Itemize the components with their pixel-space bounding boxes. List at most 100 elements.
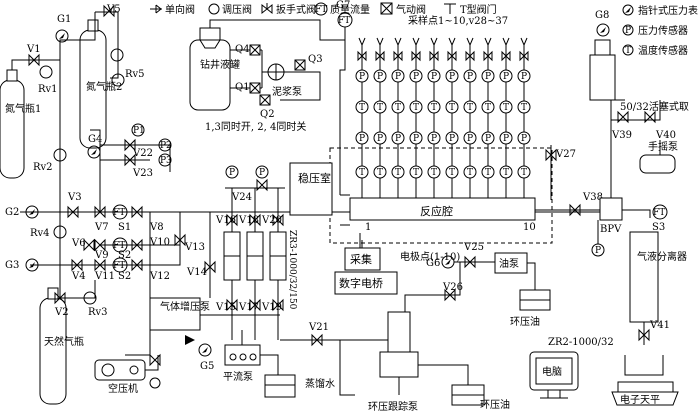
- valve-v40: [644, 110, 656, 124]
- separator: [629, 231, 659, 323]
- valve-v22: [124, 138, 136, 152]
- piston-pressure-2: [255, 165, 269, 179]
- sampling-valve[interactable]: [357, 50, 367, 62]
- gauge-g8-label: G8: [595, 10, 609, 21]
- sampling-valve[interactable]: [447, 50, 457, 62]
- gauge-g2-label: G2: [5, 207, 19, 218]
- piston-sampler-label: 50/32活塞式取: [620, 100, 689, 113]
- sampling-temp-t: T: [449, 168, 455, 178]
- valve-v24[interactable]: [256, 178, 268, 192]
- valve-v8: [131, 205, 143, 219]
- constant-pump-label: 平流泵: [223, 370, 253, 383]
- sampling-temp-sensor: [481, 100, 495, 114]
- piston-valve-top[interactable]: [226, 213, 238, 227]
- flow-s2: [112, 257, 128, 273]
- piston-sampler: [589, 54, 616, 101]
- flow-s2-ft: FT: [113, 261, 125, 271]
- legend-regulating-valve: 调压阀: [222, 3, 252, 16]
- hand-valve-icon: [261, 3, 273, 15]
- sampling-temp-sensor: [463, 165, 477, 179]
- pressure-p1: [131, 123, 145, 137]
- sampling-pressure-sensor: [427, 69, 441, 83]
- regulator-rv2-label: Rv2: [33, 162, 53, 173]
- pneumatic-valve-icon: [380, 2, 393, 15]
- compressor-valve: [149, 353, 161, 367]
- sampling-temp-sensor: [355, 100, 369, 114]
- sampling-temp-t: T: [521, 103, 527, 113]
- valve-v14: [204, 260, 216, 274]
- gauge-g1: [55, 29, 69, 43]
- valve-v4-label: V4: [71, 271, 86, 282]
- sampling-pressure-p: P: [503, 134, 509, 144]
- piston-valve-top[interactable]: [272, 213, 284, 227]
- p-symbol: P: [625, 26, 631, 36]
- t-symbol: T: [625, 46, 631, 56]
- electrode-last: 10: [523, 222, 536, 233]
- sampling-pressure-p: P: [449, 134, 455, 144]
- legend: 单向阀 调压阀 扳手式阀 FT 质量流量 气动阀 T型阀门 指针式压力表 P 压…: [150, 2, 698, 57]
- gas-booster: [149, 297, 201, 331]
- oil-system: G6 V25 油泵 环压油 V26 环压跟踪泵 环压油: [368, 242, 551, 413]
- cylinder-ng-label: 天然气瓶: [44, 335, 84, 348]
- piston-valve-top-label: V16: [215, 215, 236, 226]
- piston-valve-bottom[interactable]: [249, 298, 261, 312]
- valve-v27-label: V27: [555, 149, 576, 160]
- sampling-valve[interactable]: [501, 50, 511, 62]
- sampling-temp-sensor: [373, 165, 387, 179]
- piston-pressure-1: [225, 165, 239, 179]
- sampling-temp-sensor: [517, 165, 531, 179]
- valves-middle: V7 FT S1 V8 V9 FT S2 V10 V11 FT S2 V12 P…: [94, 123, 216, 282]
- valve-v1: [28, 53, 40, 67]
- piston-pressure-1-p: P: [229, 168, 235, 178]
- legend-hand-valve: 扳手式阀: [276, 3, 316, 16]
- piston-valve-bottom[interactable]: [272, 298, 284, 312]
- n2-1-text: 氮气瓶1: [5, 102, 41, 115]
- pressure-sensor-icon: [622, 24, 634, 36]
- valve-v22-label: V22: [132, 148, 153, 159]
- regulator-rv1-label: Rv1: [38, 84, 58, 95]
- computer-label: 电脑: [542, 365, 562, 378]
- digital-bridge-label: 数字电桥: [339, 276, 383, 290]
- sampling-pressure-p: P: [503, 72, 509, 82]
- electrode-first: 1: [365, 222, 371, 233]
- sampling-valve[interactable]: [519, 50, 529, 62]
- pressure-p3-label: P3: [160, 156, 172, 166]
- ring-tracker-pump: [387, 311, 411, 353]
- piston-valve-top[interactable]: [249, 213, 261, 227]
- gas-booster-text: 气体增压泵: [160, 300, 210, 313]
- valve-v41: [638, 328, 650, 342]
- legend-pressure-sensor: 压力传感器: [638, 24, 688, 37]
- valve-v26: [444, 288, 456, 302]
- legend-pneumatic-valve: 气动阀: [396, 3, 426, 16]
- valves-left: V1 Rv1 G1 V5 Rv5 Rv2 G4 G2 V3 Rv4 V6 G3 …: [5, 4, 145, 318]
- regulator-rv3: [83, 291, 97, 305]
- sampling-valve[interactable]: [483, 50, 493, 62]
- gas-booster-label: 气体增压泵: [160, 300, 210, 313]
- valve-v13: [174, 233, 186, 247]
- sampling-valve[interactable]: [465, 50, 475, 62]
- flow-s3-label: S3: [652, 222, 665, 233]
- valve-v3-label: V3: [67, 192, 82, 203]
- piston-valve-bottom[interactable]: [226, 298, 238, 312]
- valve-v7: [94, 205, 106, 219]
- sampling-valve[interactable]: [411, 50, 421, 62]
- sampling-valve[interactable]: [375, 50, 385, 62]
- sampling-valve[interactable]: [393, 50, 403, 62]
- cylinder-n2-1-body: [0, 79, 25, 179]
- constant-pump-group: 平流泵 蒸馏水: [223, 330, 335, 398]
- gas-booster-group: 气体增压泵 G5: [149, 297, 280, 372]
- piston-valve-top-label: V20: [261, 215, 282, 226]
- sampling-valve[interactable]: [429, 50, 439, 62]
- separator-label: 气液分离器: [637, 250, 687, 263]
- valve-v38-label: V38: [582, 192, 603, 203]
- sampling-temp-t: T: [467, 103, 473, 113]
- sampling-pressure-sensor: [445, 69, 459, 83]
- zr2-label: ZR2-1000/32: [548, 337, 614, 348]
- gauge-g5-label: G5: [200, 361, 214, 372]
- cylinder-n2-2-label: 氮气瓶2: [86, 80, 122, 93]
- legend-mass-flow: 质量流量: [330, 3, 370, 16]
- legend-pointer-gauge: 指针式压力表: [638, 4, 698, 17]
- sampling-pressure-sensor: [373, 69, 387, 83]
